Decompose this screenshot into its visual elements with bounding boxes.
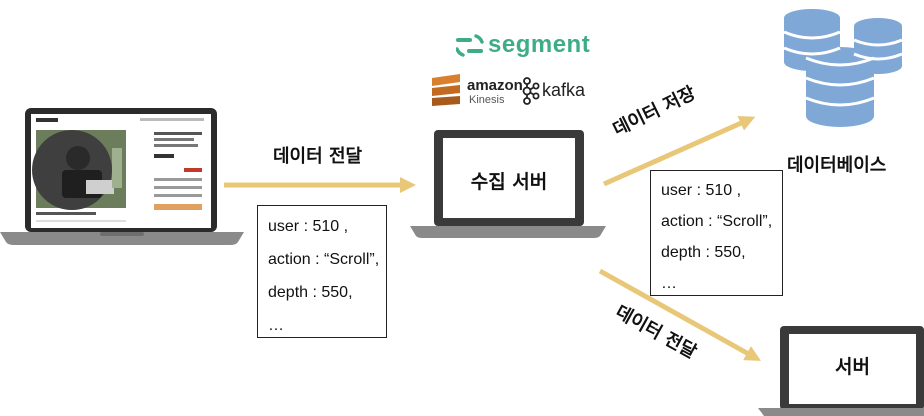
- kinesis-wordmark: Kinesis: [469, 94, 505, 106]
- payload-line: …: [268, 317, 284, 334]
- payload-box-2: user : 510 , action : “Scroll”, depth : …: [650, 170, 783, 296]
- segment-wordmark: segment: [488, 31, 591, 58]
- database-label: 데이터베이스: [787, 155, 887, 176]
- arrow-to-server: [598, 268, 761, 361]
- server-label: 서버: [835, 356, 870, 378]
- server-laptop-icon: [758, 326, 924, 416]
- collect-server-label: 수집 서버: [470, 171, 548, 193]
- payload-line: user : 510 ,: [661, 182, 742, 199]
- payload-line: …: [661, 275, 677, 292]
- kafka-wordmark: kafka: [542, 80, 586, 100]
- client-laptop-icon: [0, 108, 244, 245]
- payload-line: depth : 550,: [268, 284, 353, 301]
- amazon-wordmark: amazon: [467, 77, 523, 94]
- collect-server-laptop-icon: [410, 130, 606, 238]
- database-icon: [783, 9, 903, 127]
- payload-line: action : “Scroll”,: [661, 213, 773, 230]
- payload-line: user : 510 ,: [268, 218, 349, 235]
- arrow-to-database: [602, 115, 756, 187]
- segment-logo-icon: [456, 34, 484, 57]
- kafka-logo-icon: [522, 77, 540, 105]
- amazon-kinesis-logo-icon: [432, 74, 460, 106]
- payload-line: depth : 550,: [661, 244, 746, 261]
- payload-box-1: user : 510 , action : “Scroll”, depth : …: [257, 205, 387, 338]
- edge-label-transfer-1: 데이터 전달: [273, 146, 363, 167]
- payload-line: action : “Scroll”,: [268, 251, 380, 268]
